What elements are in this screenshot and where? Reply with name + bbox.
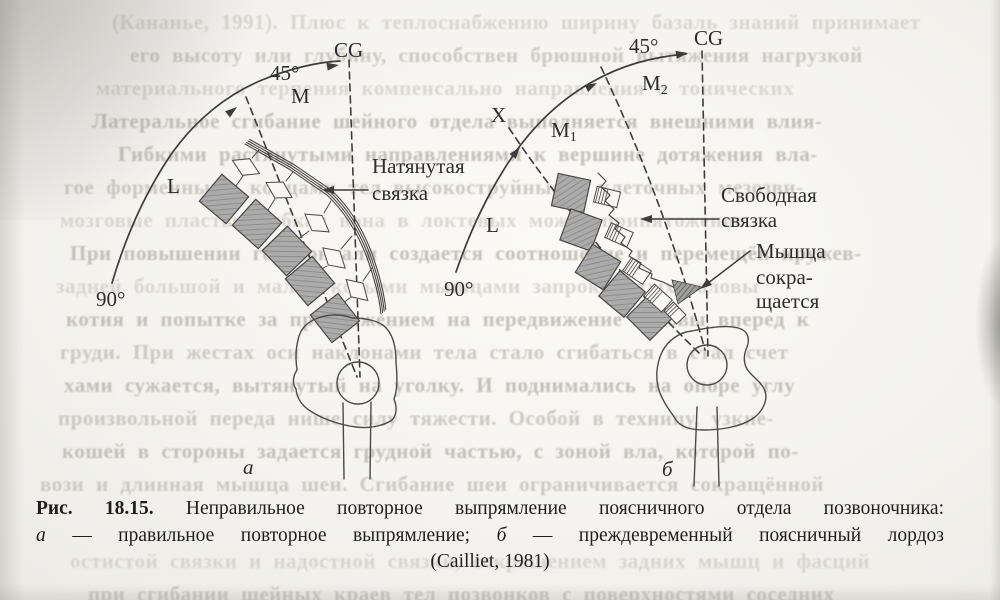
panel-b-arc [455, 53, 687, 273]
muscle-label: сокра- [756, 265, 813, 289]
arrowhead [326, 62, 339, 71]
x-label: X [491, 103, 506, 127]
item-a-letter: а [36, 524, 46, 546]
vertebra-square [231, 198, 283, 250]
bleedthrough-line: произвольной переда нише силу тяжести. О… [58, 406, 774, 430]
vertebra-square [574, 243, 622, 291]
bleedthrough-line: кошей в стороны задается грудной частью,… [62, 439, 799, 463]
hip-joint-circle [686, 344, 728, 386]
tense-ligament-label: связка [372, 181, 429, 205]
vertebra-square [261, 225, 313, 277]
vertebra-square [309, 292, 361, 344]
bleedthrough-line: хами сужается, вытянутый на уголку. И по… [64, 373, 796, 397]
m2-label: M2 [642, 71, 668, 98]
x-dashed-line [508, 127, 702, 356]
bleedthrough-line: (Кананье, 1991). Плюс к теплоснабжению ш… [112, 10, 921, 34]
disc-blocks [592, 185, 687, 325]
m2-dashed-line [600, 66, 706, 351]
tense-ligament-label: Натянутая [372, 154, 465, 178]
item-b-letter: б [496, 524, 507, 546]
bleedthrough-line: вози и длинная мышца шеи. Сгибание шеи о… [40, 472, 825, 496]
cg-dashed-line [701, 50, 709, 357]
figure-title: Неправильное повторное выпрямление поясн… [153, 498, 944, 519]
vertebra-square [550, 172, 592, 214]
leg-line [716, 406, 720, 487]
muscle-arrow [702, 250, 751, 288]
leg-line [693, 406, 698, 487]
panel-a-arc [111, 60, 341, 284]
m1-label: M1 [551, 118, 577, 145]
vertebra-square [198, 173, 250, 225]
hip-joint-circle [336, 361, 380, 405]
angle-45-label: 45° [629, 34, 658, 58]
leg-line [342, 402, 345, 480]
arrowhead [509, 147, 520, 159]
m-label: M [291, 84, 310, 108]
arrowhead [640, 215, 652, 223]
panel-b-letter: б [662, 457, 674, 481]
panel-a: Натянутая связка 90° L 45° M CG а [96, 38, 465, 480]
slack-ligament-zigzag [597, 172, 678, 290]
slack-ligament-label: Свободная [721, 183, 817, 207]
angle-45-label: 45° [270, 61, 299, 85]
bleedthrough-line: при сгибании шейных краев тел позвонков … [88, 582, 835, 600]
arrowhead [584, 83, 597, 93]
bleedthrough-line: котия и попытке за продвижением на перед… [66, 307, 810, 331]
arrowhead [700, 278, 712, 289]
muscle-attachment-wedge [671, 279, 703, 305]
angle-90-label: 90° [444, 277, 473, 301]
tense-ligament-band [244, 138, 387, 315]
spinous-process-diamonds [231, 158, 369, 302]
vertebra-column-b [550, 172, 675, 342]
slack-ligament-label: связка [721, 208, 778, 232]
caption-source: (Cailliet, 1981) [430, 551, 550, 572]
muscle-label: Мышца [756, 239, 826, 263]
item-a-text: — правильное повторное выпрямление; [45, 524, 497, 546]
muscle-label: щается [756, 289, 820, 313]
vertebra-column-a [198, 173, 361, 344]
vertebra-square [597, 269, 647, 319]
arrowhead [225, 107, 237, 118]
figure-caption: Рис. 18.15. Неправильное повторное выпря… [36, 496, 944, 576]
caption-line-1: Рис. 18.15. Неправильное повторное выпря… [36, 496, 944, 523]
item-b-text: — преждевременный поясничный лордоз [506, 524, 945, 546]
angle-90-label: 90° [96, 287, 125, 311]
l-label: L [486, 213, 499, 237]
bleedthrough-line: его высоту или глубину, способствен брюш… [130, 43, 863, 67]
panel-a-letter: а [243, 455, 254, 479]
bleedthrough-line: мозговые пласты. Гибкая вона в локтевых … [60, 208, 751, 232]
leg-line [369, 401, 372, 480]
panel-b: Свободная связка Мышца сокра- щается 90°… [444, 26, 826, 487]
bleedthrough-line: Латеральное сгибание шейного отдела выпо… [92, 109, 823, 133]
cg-label: CG [694, 26, 723, 50]
bleedthrough-line: гое форменными концами тел высокоструйны… [64, 175, 804, 199]
vertebra-square [559, 208, 603, 252]
arrowhead [675, 50, 688, 59]
bleedthrough-line: остистой связки и надостной связки, сокр… [70, 549, 871, 573]
caption-line-2: а — правильное повторное выпрямление; б … [36, 523, 944, 550]
arrowhead [322, 186, 334, 194]
pelvis-a [292, 314, 398, 480]
figure-number: Рис. 18.15. [36, 498, 154, 519]
pelvis-b [656, 325, 767, 487]
bleedthrough-line: материального терпения компенсально напр… [96, 76, 795, 100]
l-label: L [167, 174, 180, 198]
cg-label: CG [334, 38, 363, 62]
vertebra-square [284, 255, 336, 307]
pedicle-lines [232, 149, 373, 305]
